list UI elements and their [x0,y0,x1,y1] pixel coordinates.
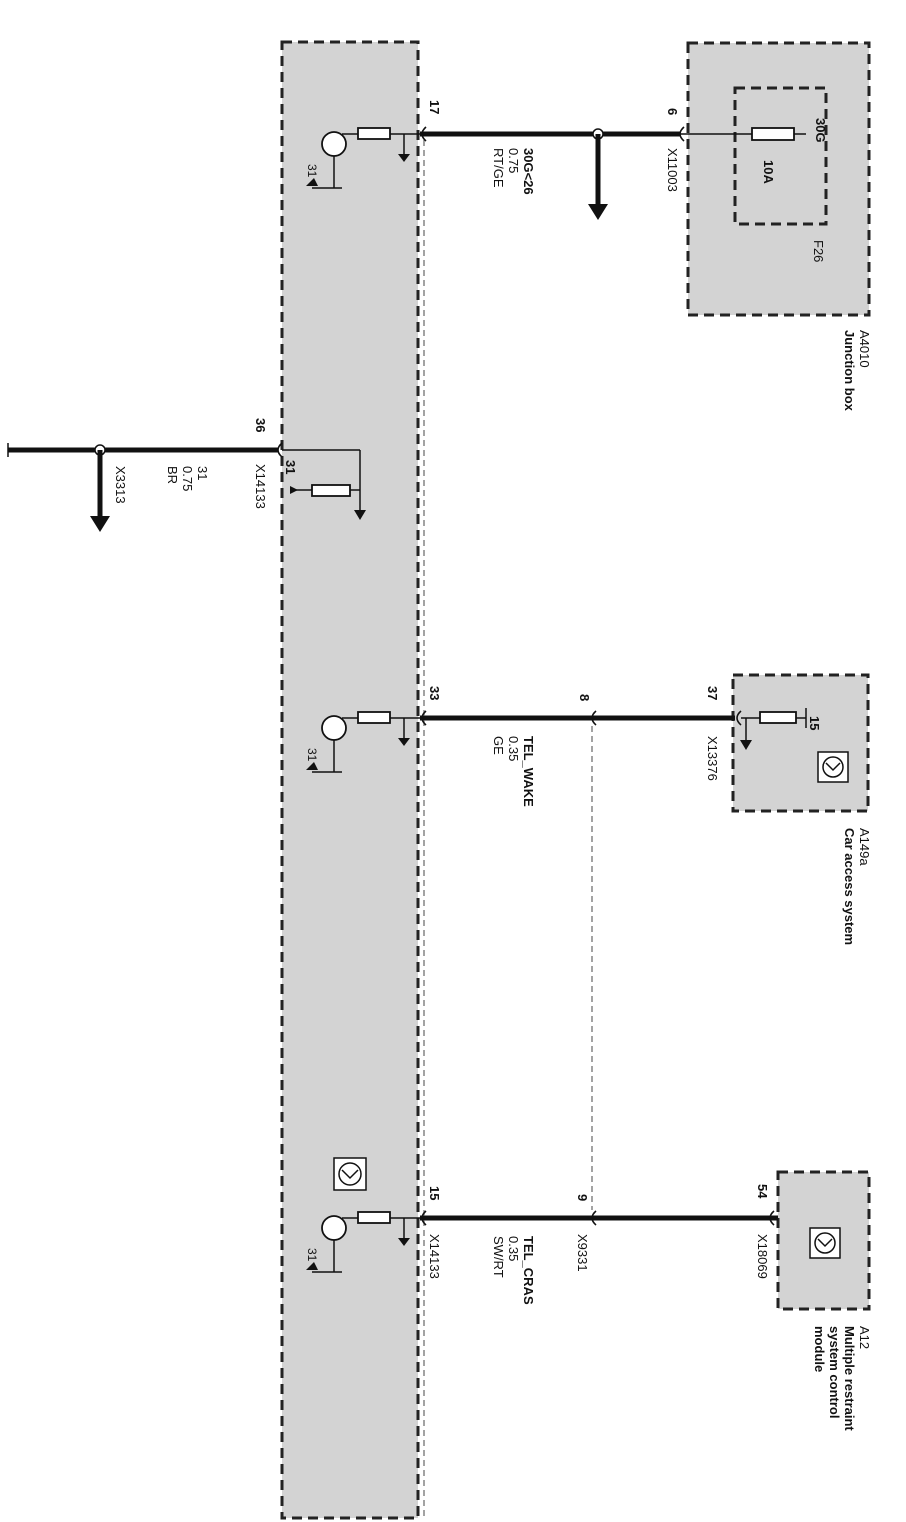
svg-text:GE: GE [491,736,506,755]
svg-text:Junction box: Junction box [842,330,857,412]
pin-label: 15 [427,1186,442,1200]
pin-label: 6 [665,108,680,115]
connector-label: X11003 [665,148,680,192]
splice-30g [588,128,608,220]
svg-text:module: module [812,1326,827,1372]
svg-text:0.75: 0.75 [180,466,195,491]
svg-text:54: 54 [755,1184,770,1199]
fuse-symbol [680,127,806,141]
svg-text:0.75: 0.75 [506,148,521,173]
transistor-15 [306,1211,420,1273]
svg-text:X14133: X14133 [253,464,268,509]
svg-text:Multiple restraint: Multiple restraint [842,1326,857,1431]
pin-label: 8 [577,694,592,701]
pin-label: 54 [755,1184,770,1199]
supply-label: 15 [807,716,822,730]
svg-text:30G: 30G [813,118,828,143]
svg-text:0.35: 0.35 [506,1236,521,1261]
fuse-supply-label: 30G [813,118,828,143]
car-access-label: A149a Car access system [842,828,872,945]
svg-text:X13376: X13376 [705,736,720,781]
svg-text:10A: 10A [761,160,776,184]
connector-label: X9331 [575,1234,590,1272]
svg-text:37: 37 [705,686,720,700]
svg-text:TEL_WAKE: TEL_WAKE [521,736,536,807]
control-unit-icon [817,751,849,783]
svg-text:X18069: X18069 [755,1234,770,1279]
svg-text:RT/GE: RT/GE [491,148,506,188]
restraint-module-label: A12 Multiple restraint system control mo… [812,1326,872,1431]
ground-number-label: 31 [283,460,298,474]
transistor-33 [306,711,420,773]
car-access-system-box [731,673,870,813]
transistor-17 [306,127,420,189]
ground-number-label: 31 [305,1248,319,1262]
wire-spec-label: 30G<26 0.75 RT/GE [491,148,536,195]
connector-label: X14133 [253,464,268,509]
svg-text:36: 36 [253,418,268,432]
fuse-box [733,86,828,226]
svg-text:0.35: 0.35 [506,736,521,761]
svg-text:15: 15 [807,716,822,730]
connector-label: X18069 [755,1234,770,1279]
svg-text:A149a: A149a [857,828,872,866]
svg-text:9: 9 [575,1194,590,1201]
svg-text:8: 8 [577,694,592,701]
svg-text:6: 6 [665,108,680,115]
wire-spec-label: TEL_CRAS 0.35 SW/RT [491,1236,536,1305]
svg-text:31: 31 [283,460,298,474]
svg-text:TEL_CRAS: TEL_CRAS [521,1236,536,1305]
telephone-module-box [280,40,420,1520]
svg-text:X3313: X3313 [113,466,128,504]
pin-label: 17 [427,100,442,114]
connector-label: X14133 [427,1234,442,1279]
pin-label: 37 [705,686,720,700]
svg-text:31: 31 [305,164,319,178]
ground-arrow [90,444,110,532]
svg-text:BR: BR [165,466,180,484]
control-unit-icon [333,1157,367,1191]
wire-spec-label: TEL_WAKE 0.35 GE [491,736,536,807]
fuse-rating-label: 10A [761,160,776,184]
ground-number-label: 31 [305,748,319,762]
junction-box-label: A4010 Junction box [842,330,872,412]
wire-spec-label: 31 0.75 BR [165,466,210,491]
fuse-label: F26 [811,240,826,262]
svg-text:F26: F26 [811,240,826,262]
svg-text:31: 31 [305,1248,319,1262]
svg-text:31: 31 [305,748,319,762]
car-access-input [740,708,807,750]
svg-text:X9331: X9331 [575,1234,590,1272]
svg-text:15: 15 [427,1186,442,1200]
svg-text:A4010: A4010 [857,330,872,368]
svg-text:SW/RT: SW/RT [491,1236,506,1278]
svg-text:X11003: X11003 [665,148,680,192]
pin-label: 9 [575,1194,590,1201]
svg-text:system control: system control [827,1326,842,1418]
junction-box [686,41,871,317]
svg-text:31: 31 [195,466,210,480]
control-unit-icon [809,1227,841,1259]
pin-label: 36 [253,418,268,432]
pin-terminals [277,126,775,1226]
svg-text:Car access system: Car access system [842,828,857,945]
svg-text:30G<26: 30G<26 [521,148,536,195]
svg-text:X14133: X14133 [427,1234,442,1279]
pin-label: 33 [427,686,442,700]
connector-label: X3313 [113,466,128,504]
connector-label: X13376 [705,736,720,781]
ground-number-label: 31 [305,164,319,178]
ground-resistor-36 [282,449,366,520]
svg-text:33: 33 [427,686,442,700]
svg-text:A12: A12 [857,1326,872,1349]
svg-text:17: 17 [427,100,442,114]
